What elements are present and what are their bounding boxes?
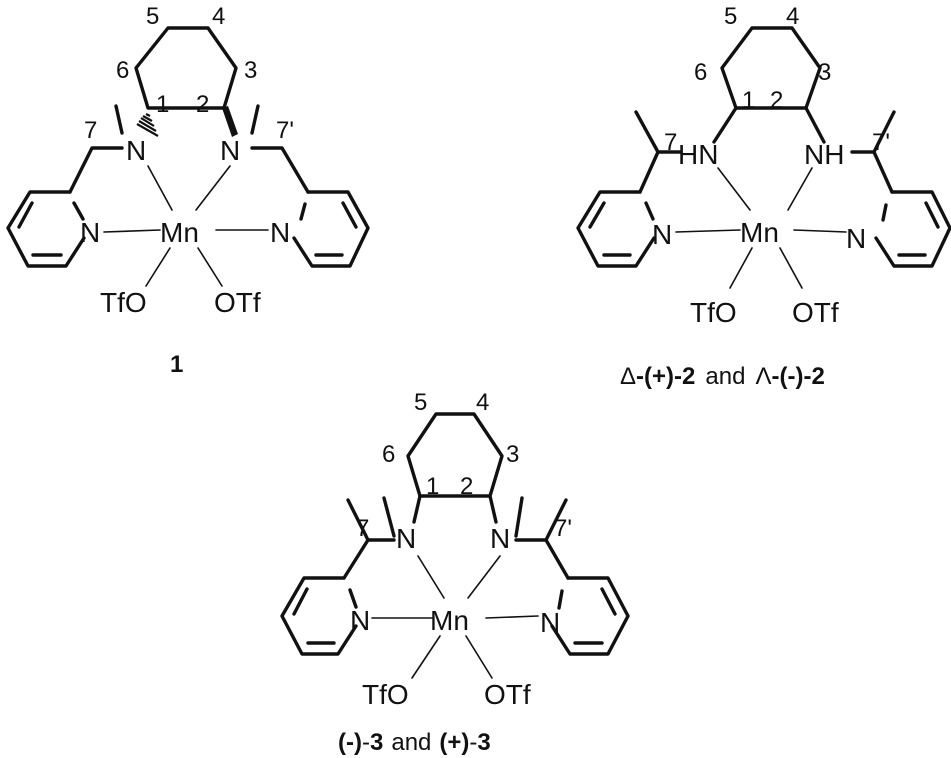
n-pyridine-right: N bbox=[270, 217, 290, 248]
left-pyridine-ring bbox=[280, 576, 358, 656]
complex-3: N N N N Mn TfO OTf 5 4 6 3 1 2 7 7' (-)-… bbox=[280, 389, 630, 756]
locant-1: 1 bbox=[156, 91, 169, 118]
locant-7: 7 bbox=[84, 117, 97, 144]
left-pyridine-ring bbox=[576, 190, 656, 268]
locant-5: 5 bbox=[146, 3, 159, 30]
locant-7-prime: 7' bbox=[276, 117, 294, 144]
solid-wedge-bond bbox=[222, 106, 238, 137]
mn-center: Mn bbox=[740, 217, 779, 248]
right-pyridine-ring bbox=[550, 576, 630, 656]
n-amine-left: N bbox=[126, 135, 146, 166]
mn-center: Mn bbox=[160, 217, 199, 248]
locant-3: 3 bbox=[818, 59, 831, 86]
locant-7-prime: 7' bbox=[554, 515, 572, 542]
locant-1: 1 bbox=[426, 473, 439, 500]
locant-2: 2 bbox=[460, 473, 473, 500]
nh-amine-right: NH bbox=[804, 139, 844, 170]
n-pyridine-right: N bbox=[846, 223, 866, 254]
locant-6: 6 bbox=[382, 441, 395, 468]
otf-left: TfO bbox=[362, 679, 409, 710]
locant-2: 2 bbox=[196, 91, 209, 118]
right-pyridine-ring bbox=[292, 190, 370, 268]
otf-left: TfO bbox=[100, 287, 147, 318]
complex-2: HN NH N N Mn TfO OTf 5 4 6 3 1 2 7 7' Δ-… bbox=[576, 3, 951, 390]
locant-3: 3 bbox=[244, 57, 257, 84]
label-complex-1: 1 bbox=[170, 351, 183, 378]
locant-7-prime: 7' bbox=[872, 129, 890, 156]
locant-2: 2 bbox=[770, 87, 783, 114]
mn-center: Mn bbox=[430, 605, 469, 636]
n-amine-left: N bbox=[396, 523, 416, 554]
hashed-wedge-bond bbox=[136, 113, 159, 137]
n-amine-right: N bbox=[490, 523, 510, 554]
n-pyridine-left: N bbox=[350, 605, 370, 636]
right-pyridine-ring bbox=[874, 190, 951, 268]
locant-5: 5 bbox=[724, 3, 737, 30]
label-delta-symbol: Δ bbox=[620, 363, 636, 390]
nh-amine-left: HN bbox=[678, 139, 718, 170]
complex-1: N N N N Mn TfO OTf 5 4 6 3 1 2 7 7' 1 bbox=[6, 3, 370, 378]
locant-6: 6 bbox=[116, 57, 129, 84]
locant-4: 4 bbox=[476, 389, 489, 416]
cyclohexane-ring bbox=[406, 412, 504, 498]
locant-3: 3 bbox=[506, 441, 519, 468]
locant-7: 7 bbox=[664, 129, 677, 156]
n-pyridine-right: N bbox=[540, 607, 560, 638]
locant-1: 1 bbox=[742, 87, 755, 114]
otf-right: OTf bbox=[792, 297, 839, 328]
locant-4: 4 bbox=[212, 3, 225, 30]
locant-4: 4 bbox=[786, 3, 799, 30]
locant-5: 5 bbox=[414, 389, 427, 416]
n-pyridine-left: N bbox=[80, 217, 100, 248]
otf-left: TfO bbox=[690, 297, 737, 328]
otf-right: OTf bbox=[214, 287, 261, 318]
locant-6: 6 bbox=[694, 59, 707, 86]
n-amine-right: N bbox=[220, 135, 240, 166]
otf-right: OTf bbox=[484, 679, 531, 710]
locant-7: 7 bbox=[356, 515, 369, 542]
cyclohexane-ring bbox=[134, 26, 238, 110]
left-pyridine-ring bbox=[6, 190, 86, 268]
n-pyridine-left: N bbox=[652, 219, 672, 250]
label-lambda-symbol: Λ bbox=[755, 363, 771, 390]
